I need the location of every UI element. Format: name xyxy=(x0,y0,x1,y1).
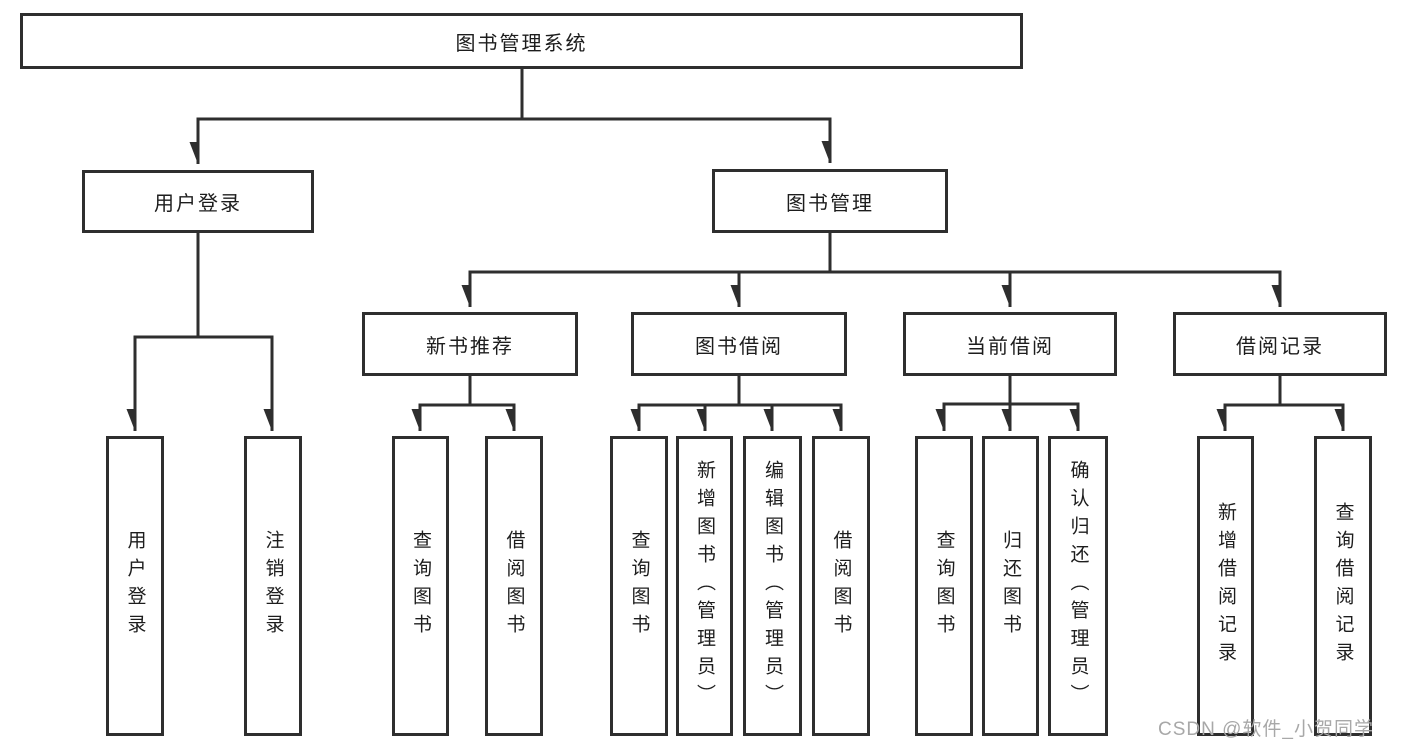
leaf-user-login-label: 用户登录 xyxy=(124,530,146,642)
node-book-management-branch-label: 图书管理 xyxy=(786,192,874,215)
leaf-user-login: 用户登录 xyxy=(106,436,164,736)
leaf-recommend-query-books-label: 查询图书 xyxy=(410,530,431,642)
leaf-borrow-query-books-label: 查询图书 xyxy=(628,530,650,642)
node-current-borrow-label: 当前借阅 xyxy=(966,335,1054,358)
leaf-add-books-admin: 新增图书（管理员） xyxy=(676,436,733,736)
leaf-recommend-query-books: 查询图书 xyxy=(392,436,449,736)
node-book-management-branch: 图书管理 xyxy=(712,169,948,233)
leaf-add-borrow-record-label: 新增借阅记录 xyxy=(1215,502,1236,670)
watermark: CSDN @软件_小贺同学 xyxy=(1158,719,1374,740)
leaf-borrow-books-label: 借阅图书 xyxy=(830,530,852,642)
leaf-edit-books-admin: 编辑图书（管理员） xyxy=(743,436,802,736)
node-new-book-recommend: 新书推荐 xyxy=(362,312,578,376)
node-book-borrow-label: 图书借阅 xyxy=(695,335,783,358)
leaf-add-borrow-record: 新增借阅记录 xyxy=(1197,436,1254,736)
leaf-query-borrow-record: 查询借阅记录 xyxy=(1314,436,1372,736)
leaf-confirm-return-admin-label: 确认归还（管理员） xyxy=(1067,460,1089,712)
leaf-logout: 注销登录 xyxy=(244,436,302,736)
node-user-login-branch-label: 用户登录 xyxy=(154,193,242,215)
leaf-logout-label: 注销登录 xyxy=(262,530,284,642)
node-root-library-system: 图书管理系统 xyxy=(20,13,1023,69)
leaf-recommend-borrow-books-label: 借阅图书 xyxy=(503,530,525,642)
node-borrow-records: 借阅记录 xyxy=(1173,312,1387,376)
node-book-borrow: 图书借阅 xyxy=(631,312,847,376)
node-current-borrow: 当前借阅 xyxy=(903,312,1117,376)
leaf-confirm-return-admin: 确认归还（管理员） xyxy=(1048,436,1108,736)
leaf-current-query-books-label: 查询图书 xyxy=(933,530,955,642)
node-root-label: 图书管理系统 xyxy=(455,32,588,55)
leaf-return-books: 归还图书 xyxy=(982,436,1039,736)
leaf-borrow-query-books: 查询图书 xyxy=(610,436,668,736)
leaf-edit-books-admin-label: 编辑图书（管理员） xyxy=(762,460,783,712)
node-new-book-recommend-label: 新书推荐 xyxy=(426,335,514,358)
leaf-return-books-label: 归还图书 xyxy=(1000,530,1021,642)
node-user-login-branch: 用户登录 xyxy=(82,170,314,233)
leaf-borrow-books: 借阅图书 xyxy=(812,436,870,736)
node-borrow-records-label: 借阅记录 xyxy=(1236,335,1324,358)
leaf-recommend-borrow-books: 借阅图书 xyxy=(485,436,543,736)
leaf-query-borrow-record-label: 查询借阅记录 xyxy=(1332,502,1354,670)
leaf-current-query-books: 查询图书 xyxy=(915,436,973,736)
leaf-add-books-admin-label: 新增图书（管理员） xyxy=(694,460,715,712)
